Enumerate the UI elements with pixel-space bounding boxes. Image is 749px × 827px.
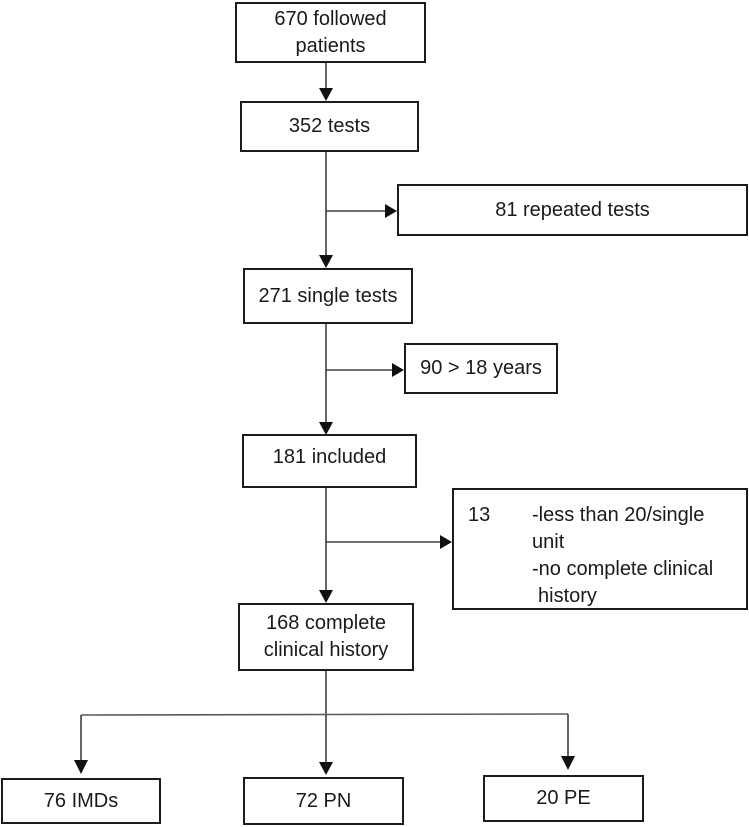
node-single-tests: 271 single tests: [243, 268, 413, 324]
exclusion-reasons: -less than 20/single unit -no complete c…: [532, 502, 740, 610]
exclusion-reason-line: -less than 20/single unit: [532, 504, 705, 553]
node-imds-label: 76 IMDs: [43, 789, 119, 812]
node-tests-label: 352 tests: [288, 115, 371, 137]
node-pn-label: 72 PN: [295, 789, 352, 812]
node-complete-history-label: 168 complete clinical history: [263, 612, 389, 661]
node-pe-label: 20 PE: [536, 787, 591, 809]
node-repeated-tests: 81 repeated tests: [397, 184, 748, 236]
exclusion-reason-line: -no complete clinical: [532, 558, 714, 580]
node-over-18-years: 90 > 18 years: [404, 343, 558, 394]
node-over-18-years-label: 90 > 18 years: [420, 357, 542, 379]
node-imds: 76 IMDs: [1, 778, 161, 824]
node-followed-patients: 670 followed patients: [235, 2, 426, 63]
node-repeated-tests-label: 81 repeated tests: [495, 198, 650, 221]
node-included: 181 included: [242, 434, 417, 488]
node-exclusions: 13 -less than 20/single unit -no complet…: [452, 488, 748, 610]
node-single-tests-label: 271 single tests: [258, 284, 398, 307]
node-pn: 72 PN: [243, 777, 404, 825]
exclusion-count: 13: [468, 504, 491, 526]
exclusion-reason-line: history: [538, 585, 597, 607]
node-followed-patients-label: 670 followed patients: [274, 7, 387, 57]
node-pe: 20 PE: [483, 775, 644, 822]
node-complete-history: 168 complete clinical history: [238, 603, 414, 671]
node-tests: 352 tests: [240, 101, 419, 152]
node-included-label: 181 included: [272, 446, 387, 468]
